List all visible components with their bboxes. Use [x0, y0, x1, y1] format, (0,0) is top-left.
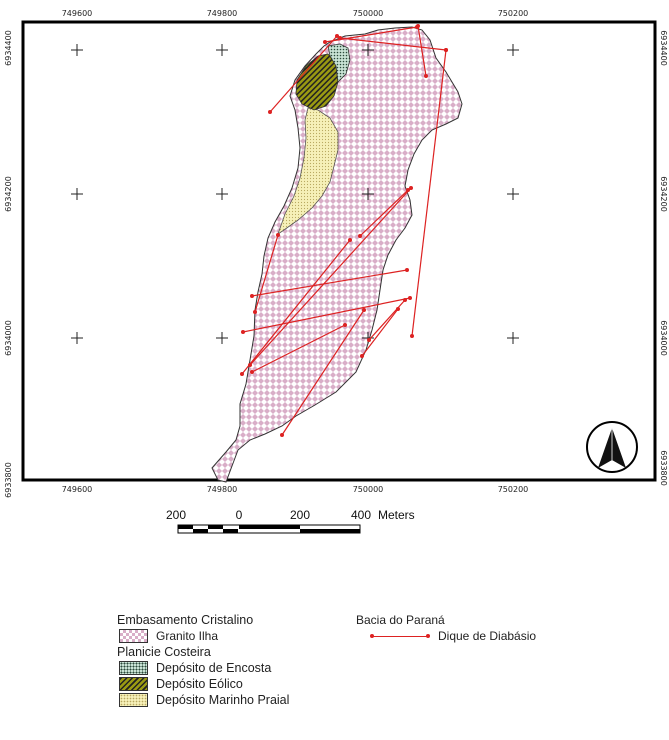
x-tick-bottom: 750000: [353, 485, 384, 494]
legend-item-label: Depósito Marinho Praial: [156, 693, 290, 707]
y-tick-left: 6934000: [4, 320, 13, 356]
y-tick-right: 6934000: [659, 320, 668, 356]
encosta-swatch: [119, 661, 148, 675]
granito-swatch: [119, 629, 148, 643]
legend-group-header: Embasamento Cristalino: [117, 613, 254, 627]
dike-segment: [416, 24, 428, 78]
dike-segment: [250, 323, 347, 374]
scale-bar: 200 0 200 400 Meters: [166, 508, 415, 534]
grid-cross: [362, 188, 374, 200]
grid-cross: [71, 332, 83, 344]
x-tick-bottom: 749600: [62, 485, 93, 494]
dique-de-diabasio-lines: [240, 24, 448, 437]
dike-segment: [358, 188, 410, 238]
granito-ilha-polygon: [211, 26, 463, 483]
grid-cross: [71, 188, 83, 200]
grid-cross: [362, 332, 374, 344]
scale-label: 200: [290, 508, 310, 522]
y-tick-left: 6933800: [4, 462, 13, 498]
marinho-swatch: [119, 693, 148, 707]
y-tick-left: 6934200: [4, 176, 13, 212]
geologic-map: 749600 749800 750000 750200 749600 74980…: [4, 9, 668, 534]
deposito-eolico-polygon: [295, 53, 339, 111]
scale-label: 0: [236, 508, 243, 522]
grid-cross: [507, 332, 519, 344]
scale-label: 400: [351, 508, 371, 522]
legend-item-label: Depósito de Encosta: [156, 661, 272, 675]
coordinate-labels: 749600 749800 750000 750200 749600 74980…: [4, 9, 668, 498]
dike-segment: [360, 307, 400, 358]
x-tick-top: 750200: [498, 9, 529, 18]
x-tick-top: 749800: [207, 9, 238, 18]
grid-cross: [362, 44, 374, 56]
x-tick-top: 749600: [62, 9, 93, 18]
y-tick-right: 6934400: [659, 30, 668, 66]
scale-label: 200: [166, 508, 186, 522]
dike-segment: [268, 34, 339, 114]
scale-unit: Meters: [378, 508, 415, 522]
dike-segment: [410, 48, 448, 338]
north-arrow-icon: [586, 421, 638, 473]
deposito-marinho-praial-polygon: [277, 107, 339, 235]
dike-line-swatch: [370, 631, 430, 641]
dike-segment: [241, 296, 412, 334]
grid-cross: [216, 332, 228, 344]
dike-segment: [240, 238, 352, 376]
legend-item-deposito-encosta: Depósito de Encosta: [119, 660, 289, 676]
grid-cross: [216, 188, 228, 200]
dike-segment: [367, 298, 407, 342]
y-tick-left: 6934400: [4, 30, 13, 66]
x-tick-bottom: 750200: [498, 485, 529, 494]
legend-item-granito-ilha: Granito Ilha: [119, 628, 289, 644]
dike-segment: [250, 268, 409, 298]
legend-item-label: Dique de Diabásio: [438, 629, 537, 643]
deposito-de-encosta-polygon: [327, 43, 351, 83]
y-tick-right: 6933800: [659, 450, 668, 486]
grid-crosses: [71, 44, 519, 344]
legend-dikes: Bacia do Paraná Dique de Diabásio: [356, 612, 536, 644]
grid-cross: [507, 44, 519, 56]
legend-item-deposito-marinho: Depósito Marinho Praial: [119, 692, 289, 708]
y-tick-right: 6934200: [659, 176, 668, 212]
dike-segment: [280, 308, 366, 437]
dike-segment: [253, 233, 280, 314]
grid-cross: [216, 44, 228, 56]
grid-cross: [507, 188, 519, 200]
grid-cross: [71, 44, 83, 56]
eolico-swatch: [119, 677, 148, 691]
x-tick-top: 750000: [353, 9, 384, 18]
legend-group-header: Bacia do Paraná: [356, 613, 445, 627]
legend: Embasamento Cristalino Granito Ilha Plan…: [117, 612, 289, 708]
legend-group-header: Planicie Costeira: [117, 645, 211, 659]
x-tick-bottom: 749800: [207, 485, 238, 494]
legend-item-deposito-eolico: Depósito Eólico: [119, 676, 289, 692]
legend-item-dique-diabasio: Dique de Diabásio: [370, 628, 536, 644]
legend-item-label: Depósito Eólico: [156, 677, 243, 691]
legend-item-label: Granito Ilha: [156, 629, 219, 643]
